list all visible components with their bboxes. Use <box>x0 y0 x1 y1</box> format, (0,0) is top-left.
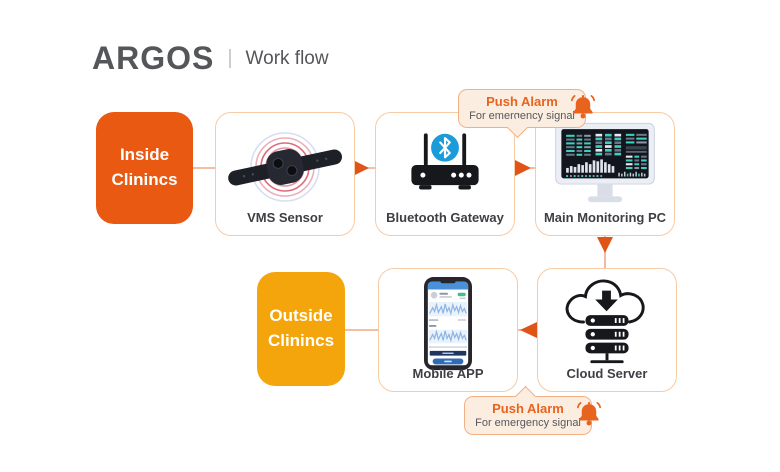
zone-outside-line2: Clinincs <box>267 331 335 350</box>
alarm-bell-icon <box>568 92 598 127</box>
node-label: Main Monitoring PC <box>543 210 667 225</box>
header-divider: | <box>227 47 233 69</box>
zone-inside-line1: Inside <box>119 145 170 165</box>
arrow-right-vms-gateway <box>352 159 369 177</box>
brand-title: ARGOS <box>92 40 215 76</box>
header: ARGOS | Work flow <box>92 40 329 77</box>
push-alarm-badge-top: Push Alarm For emergency signal <box>458 89 595 139</box>
push-alarm-title: Push Alarm <box>492 401 564 416</box>
node-cloud-server: Cloud Server <box>537 268 677 392</box>
node-vms-sensor: VMS Sensor <box>215 112 355 236</box>
vms-sensor-icon <box>221 127 349 212</box>
push-alarm-title: Push Alarm <box>486 94 558 109</box>
zone-inside-clinics: Inside Clinincs <box>96 112 193 224</box>
node-label: VMS Sensor <box>247 210 323 225</box>
node-label: Mobile APP <box>412 366 484 381</box>
zone-inside-line2: Clinincs <box>111 170 178 189</box>
smartphone-icon <box>421 276 475 377</box>
bluetooth-icon <box>431 133 459 162</box>
bluetooth-gateway-icon <box>397 129 493 206</box>
push-alarm-badge-bottom: Push Alarm For emergency signal <box>464 385 601 435</box>
page-title: Work flow <box>245 47 329 69</box>
zone-outside-clinics: Outside Clinincs <box>257 272 345 386</box>
arrow-left-cloud-mobile <box>520 322 537 338</box>
monitor-dashboard-icon <box>550 121 660 218</box>
push-alarm-subtitle: For emergency signal <box>475 417 581 429</box>
node-label: Bluetooth Gateway <box>386 210 504 225</box>
node-label: Cloud Server <box>566 366 648 381</box>
push-alarm-subtitle: For emergency signal <box>469 110 575 122</box>
node-bluetooth-gateway: Bluetooth Gateway <box>375 112 515 236</box>
zone-outside-line1: Outside <box>269 306 333 326</box>
node-main-monitoring-pc: Main Monitoring PC <box>535 112 675 236</box>
node-mobile-app: Mobile APP <box>378 268 518 392</box>
alarm-bell-icon <box>574 399 604 434</box>
cloud-server-icon <box>557 277 657 372</box>
arrow-right-gateway-pc <box>514 159 531 177</box>
arrow-down-pc-cloud <box>597 237 613 253</box>
